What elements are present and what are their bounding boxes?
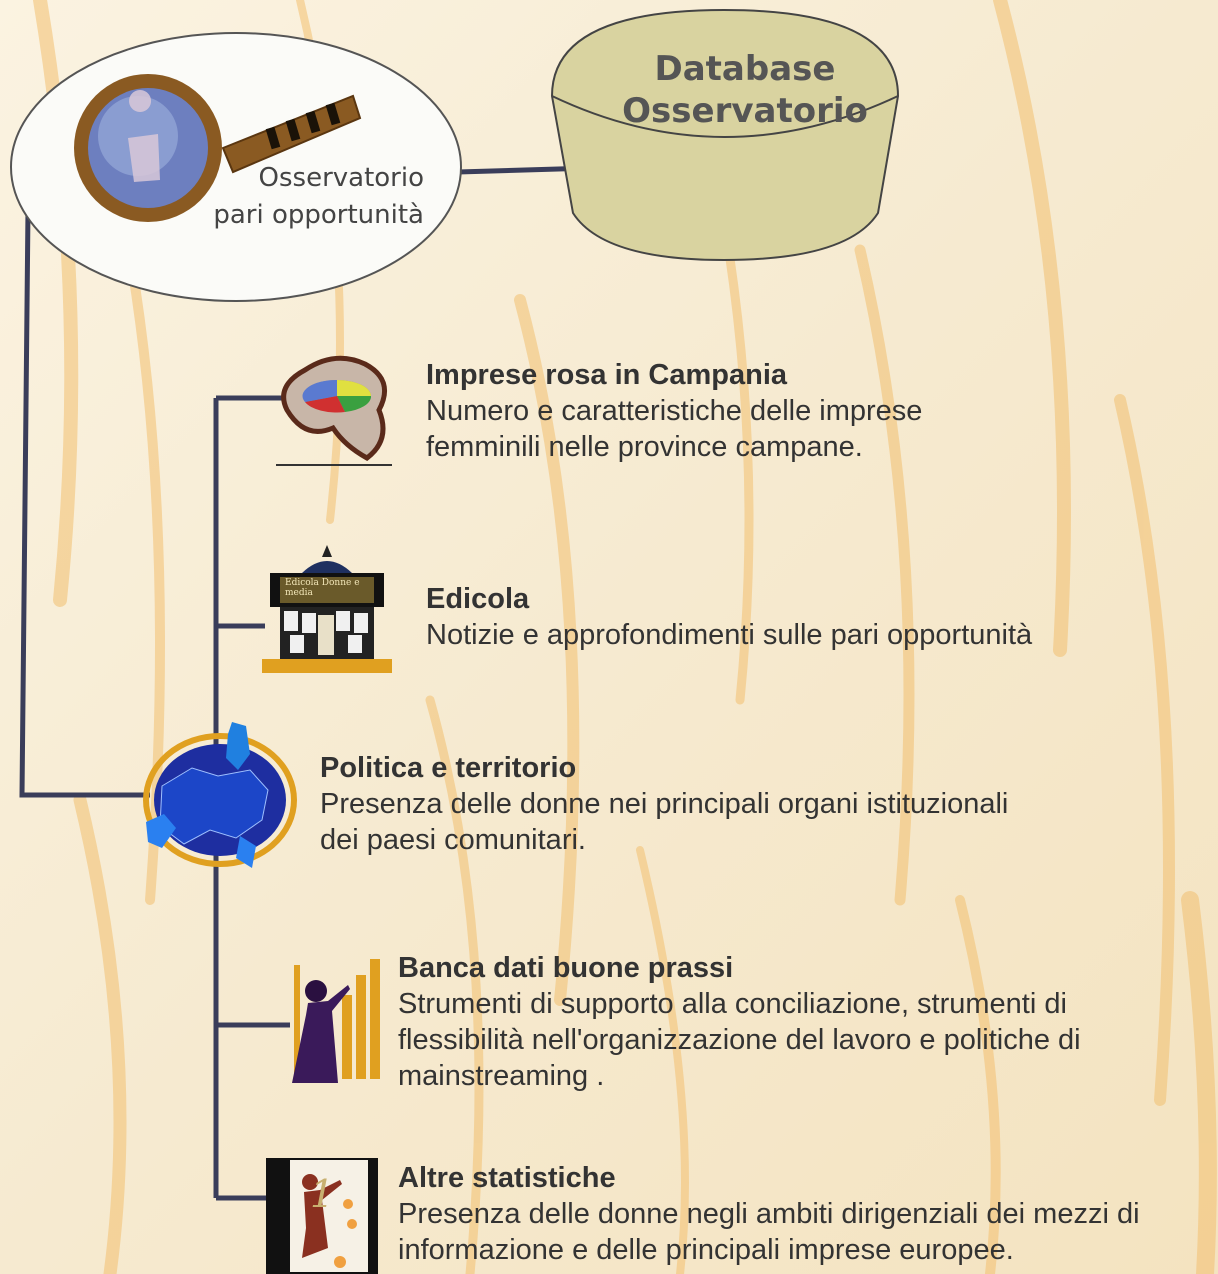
database-line2: Osservatorio bbox=[622, 91, 868, 131]
item-desc-line: Strumenti di supporto alla conciliazione… bbox=[398, 988, 1067, 1020]
item-desc-line: Notizie e approfondimenti sulle pari opp… bbox=[426, 619, 1033, 651]
item-desc-line: flessibilità nell'organizzazione del lav… bbox=[398, 1024, 1081, 1056]
item-desc-line: femminili nelle province campane. bbox=[426, 431, 863, 463]
item-title[interactable]: Banca dati buone prassi bbox=[398, 952, 734, 984]
item-desc-line: Presenza delle donne nei principali orga… bbox=[320, 788, 1009, 820]
logo-label: Osservatorio pari opportunità bbox=[150, 160, 424, 234]
item-title[interactable]: Edicola bbox=[426, 583, 530, 615]
logo-line2: pari opportunità bbox=[213, 200, 424, 230]
item-banca-dati: Banca dati buone prassi Strumenti di sup… bbox=[398, 951, 1081, 1094]
statistics-icon[interactable] bbox=[266, 1158, 378, 1274]
item-title[interactable]: Politica e territorio bbox=[320, 752, 577, 784]
item-altre-statistiche: Altre statistiche Presenza delle donne n… bbox=[398, 1161, 1140, 1268]
logo-line1: Osservatorio bbox=[258, 163, 424, 193]
newsstand-sign: Edicola Donne e media bbox=[285, 578, 360, 598]
item-desc-line: informazione e delle principali imprese … bbox=[398, 1234, 1014, 1266]
item-title[interactable]: Imprese rosa in Campania bbox=[426, 359, 788, 391]
item-politica-territorio: Politica e territorio Presenza delle don… bbox=[320, 751, 1008, 858]
observatory-logo bbox=[10, 32, 462, 302]
database-label: Database Osservatorio bbox=[600, 48, 890, 132]
item-desc-line: Numero e caratteristiche delle imprese bbox=[426, 395, 923, 427]
item-desc-line: mainstreaming . bbox=[398, 1060, 605, 1092]
item-desc-line: dei paesi comunitari. bbox=[320, 824, 586, 856]
newsstand-icon[interactable] bbox=[262, 545, 392, 673]
item-imprese-rosa: Imprese rosa in Campania Numero e caratt… bbox=[426, 358, 922, 465]
magnifier-icon bbox=[74, 74, 362, 222]
europe-map-icon[interactable] bbox=[140, 718, 300, 878]
item-edicola: Edicola Notizie e approfondimenti sulle … bbox=[426, 582, 1032, 653]
item-desc-line: Presenza delle donne negli ambiti dirige… bbox=[398, 1198, 1140, 1230]
number-glyph: 1 bbox=[310, 1172, 335, 1216]
database-line1: Database bbox=[654, 49, 836, 89]
item-title[interactable]: Altre statistiche bbox=[398, 1162, 616, 1194]
database-shape[interactable] bbox=[548, 8, 902, 264]
campania-map-icon[interactable] bbox=[275, 350, 397, 462]
good-practices-icon[interactable] bbox=[286, 955, 384, 1085]
